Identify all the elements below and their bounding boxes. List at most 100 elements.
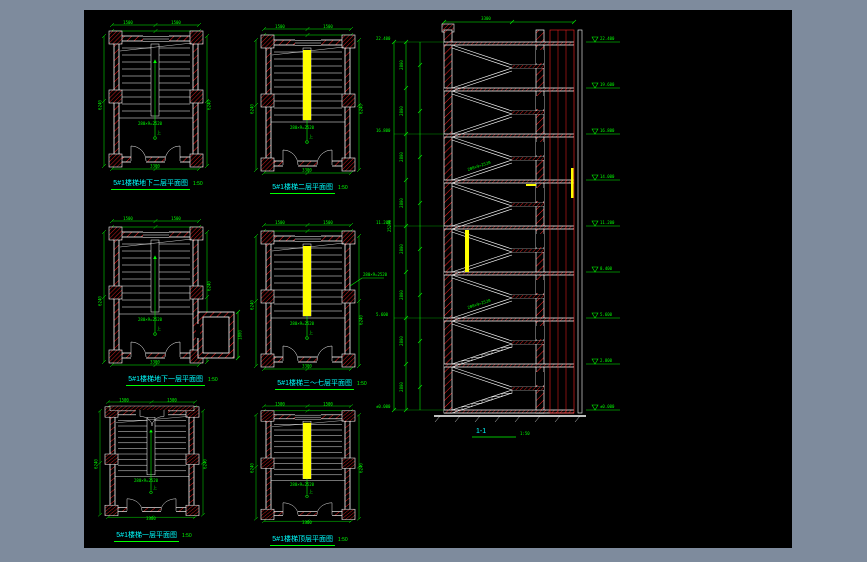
dim-label: 2800 (399, 152, 404, 162)
dim-label: 1500 (275, 402, 285, 407)
dimension-chains (391, 19, 577, 413)
dim-label: 2800 (399, 382, 404, 392)
dim-label: 3300 (150, 164, 160, 169)
dim-label: 6240 (98, 100, 103, 110)
leader-line (349, 277, 384, 287)
section-walls (441, 23, 545, 414)
dim-label: 3300 (302, 168, 312, 173)
dim-label: 6240 (98, 296, 103, 306)
section-scale: 1:50 (520, 431, 530, 436)
dim-label: 6240 (203, 459, 208, 469)
plan-basement2-geometry: 1500 1500 6240 6240 3300 上 280×9=2520 (98, 20, 212, 172)
level-label: 22.400 (376, 36, 391, 41)
dim-label: 6240 (94, 459, 99, 469)
annex-room (196, 309, 241, 361)
dim-label: 1800 (238, 330, 243, 340)
shaft-structure (549, 29, 583, 414)
level-label: 11.200 (376, 220, 391, 225)
dim-label: 1500 (171, 216, 181, 221)
level-label: 16.800 (600, 128, 615, 133)
dim-label: 6240 (359, 315, 364, 325)
dim-label: 6240 (250, 463, 255, 473)
dim-label: 3300 (146, 516, 156, 521)
dim-label: 3300 (150, 360, 160, 365)
plan-basement2[interactable]: 1500 1500 6240 6240 3300 上 280×9=2520 5#… (98, 20, 216, 190)
drawing-scale: 1:50 (337, 537, 348, 543)
plan-topfloor[interactable]: 1500 1500 6240 6240 3300 上 280×9=2520 5#… (250, 402, 368, 546)
drawing-title-text: 5#1楼梯地下一层平面图 (126, 375, 205, 386)
cad-canvas[interactable]: 1500 1500 6240 6240 3300 上 280×9=2520 5#… (84, 10, 792, 548)
dim-label: 1500 (167, 398, 177, 403)
flight-note: 280×9=2520 (290, 321, 315, 326)
drawing-title-text: 5#1楼梯二层平面图 (270, 183, 335, 194)
dim-label: 25200 (387, 219, 392, 232)
level-label: 8.400 (600, 266, 613, 271)
drawing-title-text: 5#1楼梯顶层平面图 (270, 535, 335, 546)
plan-floor3-7[interactable]: 280×9=2520 1500 1500 6240 6240 3300 上 28… (250, 220, 392, 390)
dim-label: 1500 (171, 20, 181, 25)
drawing-title[interactable]: 5#1楼梯二层平面图 1:50 (250, 183, 368, 194)
drawing-title[interactable]: 5#1楼梯一层平面图 1:50 (94, 531, 212, 542)
dim-label: 1500 (123, 20, 133, 25)
dim-label: 6240 (359, 104, 364, 114)
plan-basement1[interactable]: 1800 1500 1500 6240 6240 3300 上 280×9=25… (98, 216, 246, 386)
section-1-1[interactable]: 3300 25200 2800 2800 2800 2800 2800 2800… (376, 16, 656, 457)
dim-label: 2800 (399, 244, 404, 254)
level-label: 11.200 (600, 220, 615, 225)
drawing-scale: 1:50 (192, 181, 203, 187)
drawing-title[interactable]: 5#1楼梯三～七层平面图 1:50 (250, 379, 392, 390)
level-markers (586, 36, 620, 411)
drawing-scale: 1:50 (356, 381, 367, 387)
drawing-title-text: 5#1楼梯地下二层平面图 (111, 179, 190, 190)
flight-note: 280×9=2520 (134, 478, 159, 483)
up-direction-label: 上 (153, 484, 157, 490)
level-label: 16.800 (376, 128, 391, 133)
dim-label: 2800 (399, 336, 404, 346)
plan-topfloor-geometry: 1500 1500 6240 6240 3300 上 280×9=2520 (250, 402, 364, 526)
dim-label: 1500 (323, 24, 333, 29)
up-direction-label: 上 (157, 129, 161, 135)
drawing-scale: 1:50 (181, 533, 192, 539)
flight-note: 280×9=2520 (138, 317, 163, 322)
dim-label: 1500 (123, 216, 133, 221)
dim-label: 3300 (302, 520, 312, 525)
stair-flights (451, 44, 545, 414)
level-label: ±0.000 (600, 404, 615, 409)
level-label: 5.600 (376, 312, 389, 317)
dim-label: 2800 (399, 60, 404, 70)
dim-label: 2800 (399, 198, 404, 208)
drawing-title-text: 5#1楼梯一层平面图 (114, 531, 179, 542)
plan-floor1[interactable]: 1500 1500 6240 6240 3300 上 280×9=2520 5#… (94, 398, 212, 542)
plan-basement1-geometry: 1800 1500 1500 6240 6240 3300 上 280×9=25… (98, 216, 243, 368)
plan-floor2[interactable]: 1500 1500 6240 6240 3300 上 280×9=2520 5#… (250, 24, 368, 194)
flight-note: 280×9=2520 (290, 125, 315, 130)
plan-floor2-geometry: 1500 1500 6240 6240 3300 上 280×9=2520 (250, 24, 364, 176)
dim-label: 1500 (323, 220, 333, 225)
dim-label: 6240 (207, 100, 212, 110)
flight-note: 280×9=2520 (467, 298, 492, 310)
drawing-title[interactable]: 5#1楼梯地下二层平面图 1:50 (98, 179, 216, 190)
dim-label: 1500 (119, 398, 129, 403)
plan-floor3-7-geometry: 280×9=2520 1500 1500 6240 6240 3300 上 28… (250, 220, 388, 372)
dim-label: 6240 (207, 281, 212, 291)
dim-label: 6240 (359, 463, 364, 473)
drawing-scale: 1:50 (337, 185, 348, 191)
level-label: 2.800 (600, 358, 613, 363)
dim-label: 3300 (481, 16, 491, 21)
flight-note: 280×9=2520 (290, 482, 315, 487)
highlight-flight (303, 50, 311, 120)
drawing-title[interactable]: 5#1楼梯顶层平面图 1:50 (250, 535, 368, 546)
highlighted-entities (465, 168, 574, 272)
up-direction-label: 上 (309, 133, 313, 139)
flight-note: 280×9=2520 (138, 121, 163, 126)
dim-label: 2800 (399, 106, 404, 116)
level-label: 19.600 (600, 82, 615, 87)
drawing-title[interactable]: 5#1楼梯地下一层平面图 1:50 (98, 375, 246, 386)
up-direction-label: 上 (309, 329, 313, 335)
section-title-text[interactable]: 1-1 (476, 428, 486, 435)
dim-label: 6240 (250, 104, 255, 114)
drawing-scale: 1:50 (207, 377, 218, 383)
drawing-title-text: 5#1楼梯三～七层平面图 (275, 379, 354, 390)
leader-note: 280×9=2520 (363, 272, 388, 277)
